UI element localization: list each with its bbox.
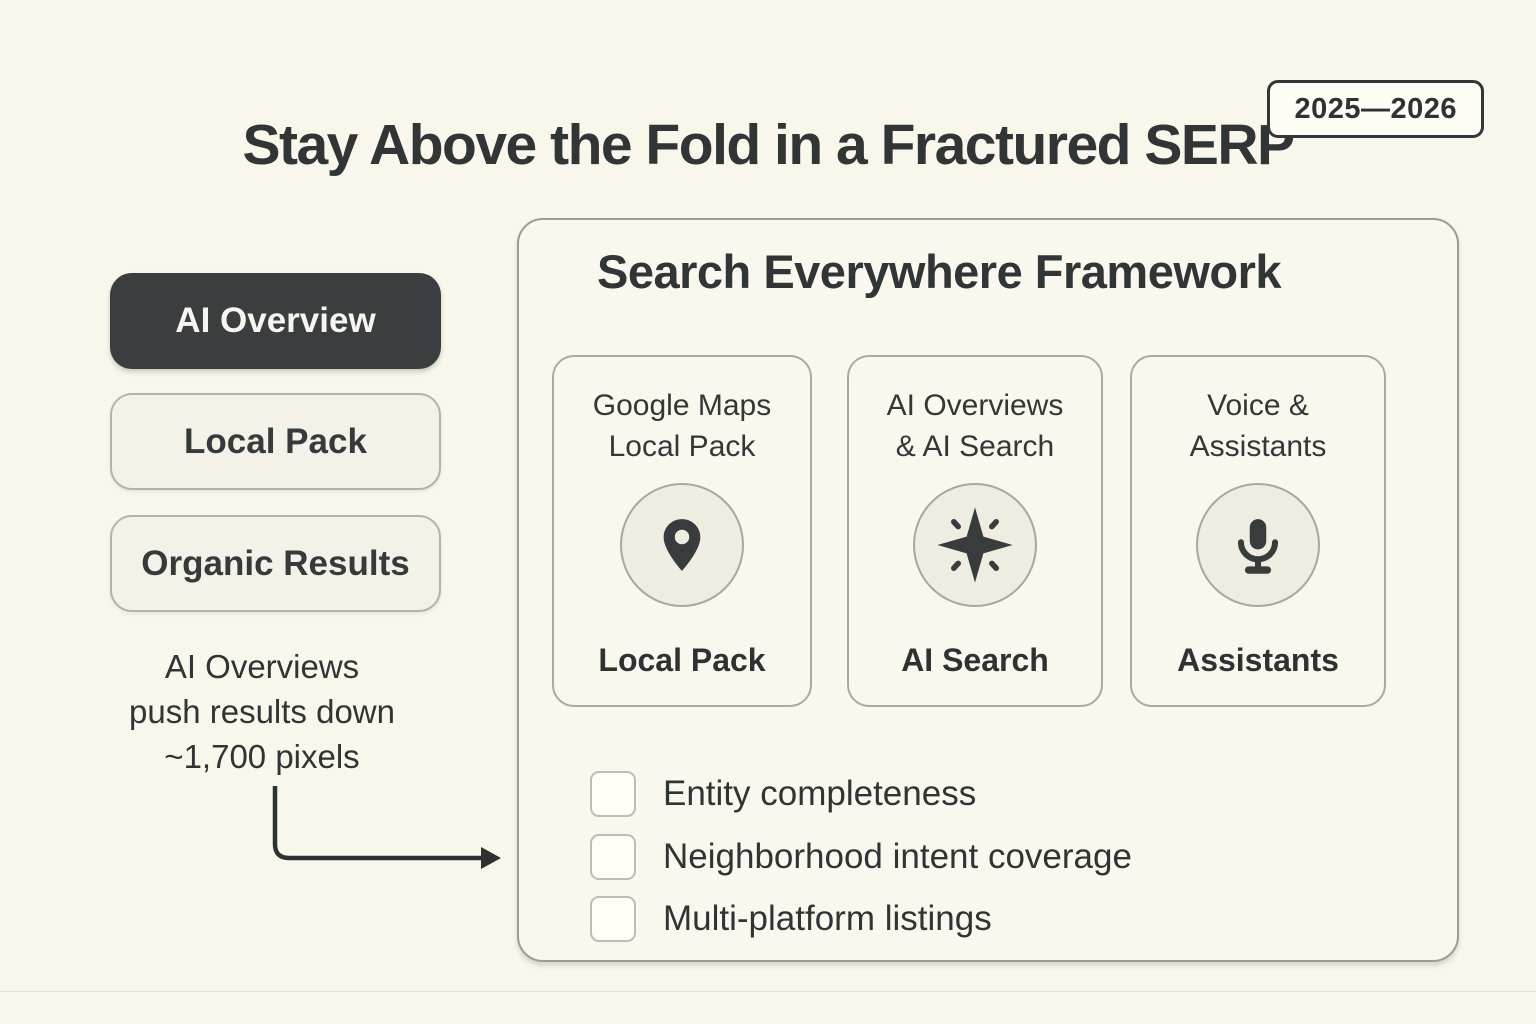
serp-item-ai-overview[interactable]: AI Overview xyxy=(110,273,441,369)
checklist-item-multi-platform: Multi-platform listings xyxy=(590,896,992,942)
framework-title: Search Everywhere Framework xyxy=(597,245,1282,298)
card-ai-search: AI Overviews & AI Search AI Search xyxy=(847,355,1103,707)
page-title: Stay Above the Fold in a Fractured SERP xyxy=(242,113,1295,178)
year-badge: 2025—2026 xyxy=(1267,80,1484,138)
card-local-pack: Google Maps Local Pack Local Pack xyxy=(552,355,812,707)
card-label: Local Pack xyxy=(598,642,766,678)
checkbox[interactable] xyxy=(590,834,636,880)
sparkle-icon xyxy=(937,507,1013,583)
card-label: Assistants xyxy=(1177,642,1339,678)
icon-circle xyxy=(913,483,1037,607)
background-seam xyxy=(0,991,1536,992)
checkbox-label: Multi-platform listings xyxy=(663,899,992,938)
checklist-item-neighborhood-intent: Neighborhood intent coverage xyxy=(590,834,1132,880)
icon-circle xyxy=(620,483,744,607)
push-down-annotation: AI Overviews push results down ~1,700 pi… xyxy=(129,648,395,775)
serp-item-organic-results[interactable]: Organic Results xyxy=(110,515,441,612)
serp-item-local-pack[interactable]: Local Pack xyxy=(110,393,441,490)
checkbox[interactable] xyxy=(590,896,636,942)
microphone-icon xyxy=(1237,519,1279,574)
card-title: AI Overviews & AI Search xyxy=(886,389,1064,463)
card-label: AI Search xyxy=(901,642,1049,678)
card-title: Voice & Assistants xyxy=(1189,389,1327,463)
arrow-icon xyxy=(272,786,501,869)
icon-circle xyxy=(1196,483,1320,607)
checkbox-label: Entity completeness xyxy=(663,774,977,813)
card-assistants: Voice & Assistants Assistants xyxy=(1130,355,1386,707)
checkbox[interactable] xyxy=(590,771,636,817)
map-pin-icon xyxy=(663,519,701,571)
card-title: Google Maps Local Pack xyxy=(592,389,772,463)
checklist-item-entity-completeness: Entity completeness xyxy=(590,771,976,817)
framework-panel: Search Everywhere Framework Google Maps … xyxy=(517,218,1459,962)
checkbox-label: Neighborhood intent coverage xyxy=(663,837,1132,876)
